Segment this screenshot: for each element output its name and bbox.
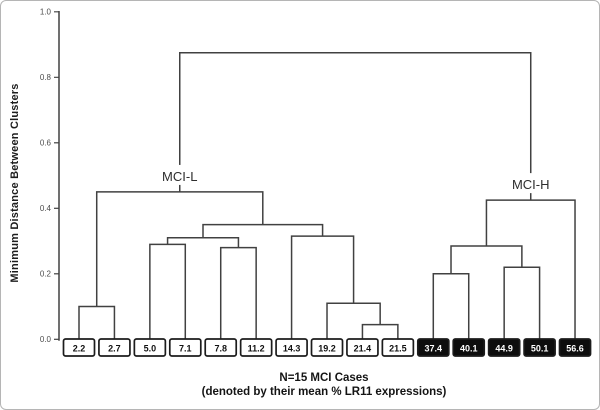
leaf-label: 44.9 [495,343,513,353]
dendrogram-link [166,237,240,248]
y-axis-tick-label: 0.4 [40,204,52,213]
cluster-label-mci-h: MCI-H [512,177,550,192]
dendrogram-link [179,51,532,201]
leaf-box [204,338,238,357]
leaf-box [310,338,344,357]
dendrogram-link [432,273,470,340]
leaf-box [416,338,450,357]
y-axis-tick-label: 0.2 [40,270,52,279]
x-axis-title-line1: N=15 MCI Cases [279,372,369,384]
leaf-box [239,338,273,357]
dendrogram-link [290,235,355,340]
leaf-box [275,338,308,357]
leaf-label: 21.5 [389,343,407,353]
cluster-label-mci-l: MCI-L [162,169,197,184]
dendrogram-link [149,243,187,340]
dendrogram-link [219,246,257,340]
leaf-box [98,338,131,357]
leaf-box [523,338,556,357]
x-axis-title-line2: (denoted by their mean % LR11 expression… [201,386,447,398]
dendrogram-link [326,302,381,340]
leaf-box [62,338,96,357]
leaf-label: 2.7 [108,343,121,353]
y-axis-tick-label: 0.0 [40,335,52,344]
leaf-label: 5.0 [144,343,157,353]
leaf-box [452,338,486,357]
leaf-label: 40.1 [460,343,478,353]
leaf-label: 7.1 [179,343,192,353]
leaf-label: 11.2 [248,343,265,353]
leaf-label: 2.2 [73,343,86,353]
leaf-box [133,338,167,357]
y-axis-tick-label: 0.6 [40,139,52,148]
leaf-box [487,338,521,357]
cluster-label-bg [506,173,555,194]
dendrogram-link [361,323,399,340]
leaf-label: 7.8 [214,343,227,353]
leaf-box [168,338,202,357]
dendrogram-link [450,245,523,274]
leaf-label: 56.6 [566,343,584,353]
leaf-label: 21.4 [354,343,372,353]
leaf-label: 37.4 [425,343,443,353]
leaf-label: 19.2 [318,343,336,353]
dendrogram-link [95,191,264,307]
y-axis-tick-label: 1.0 [40,8,52,17]
x-axis-title: N=15 MCI Cases (denoted by their mean % … [53,371,595,399]
leaf-box [346,338,379,357]
y-axis-tick-label: 0.8 [40,73,52,82]
dendrogram-link [485,199,576,340]
leaf-box [558,338,592,357]
leaf-box [381,338,415,357]
cluster-label-bg [155,164,204,185]
leaf-label: 14.3 [283,343,301,353]
dendrogram-link [78,305,116,340]
dendrogram-link [503,266,541,340]
leaf-label: 50.1 [531,343,549,353]
